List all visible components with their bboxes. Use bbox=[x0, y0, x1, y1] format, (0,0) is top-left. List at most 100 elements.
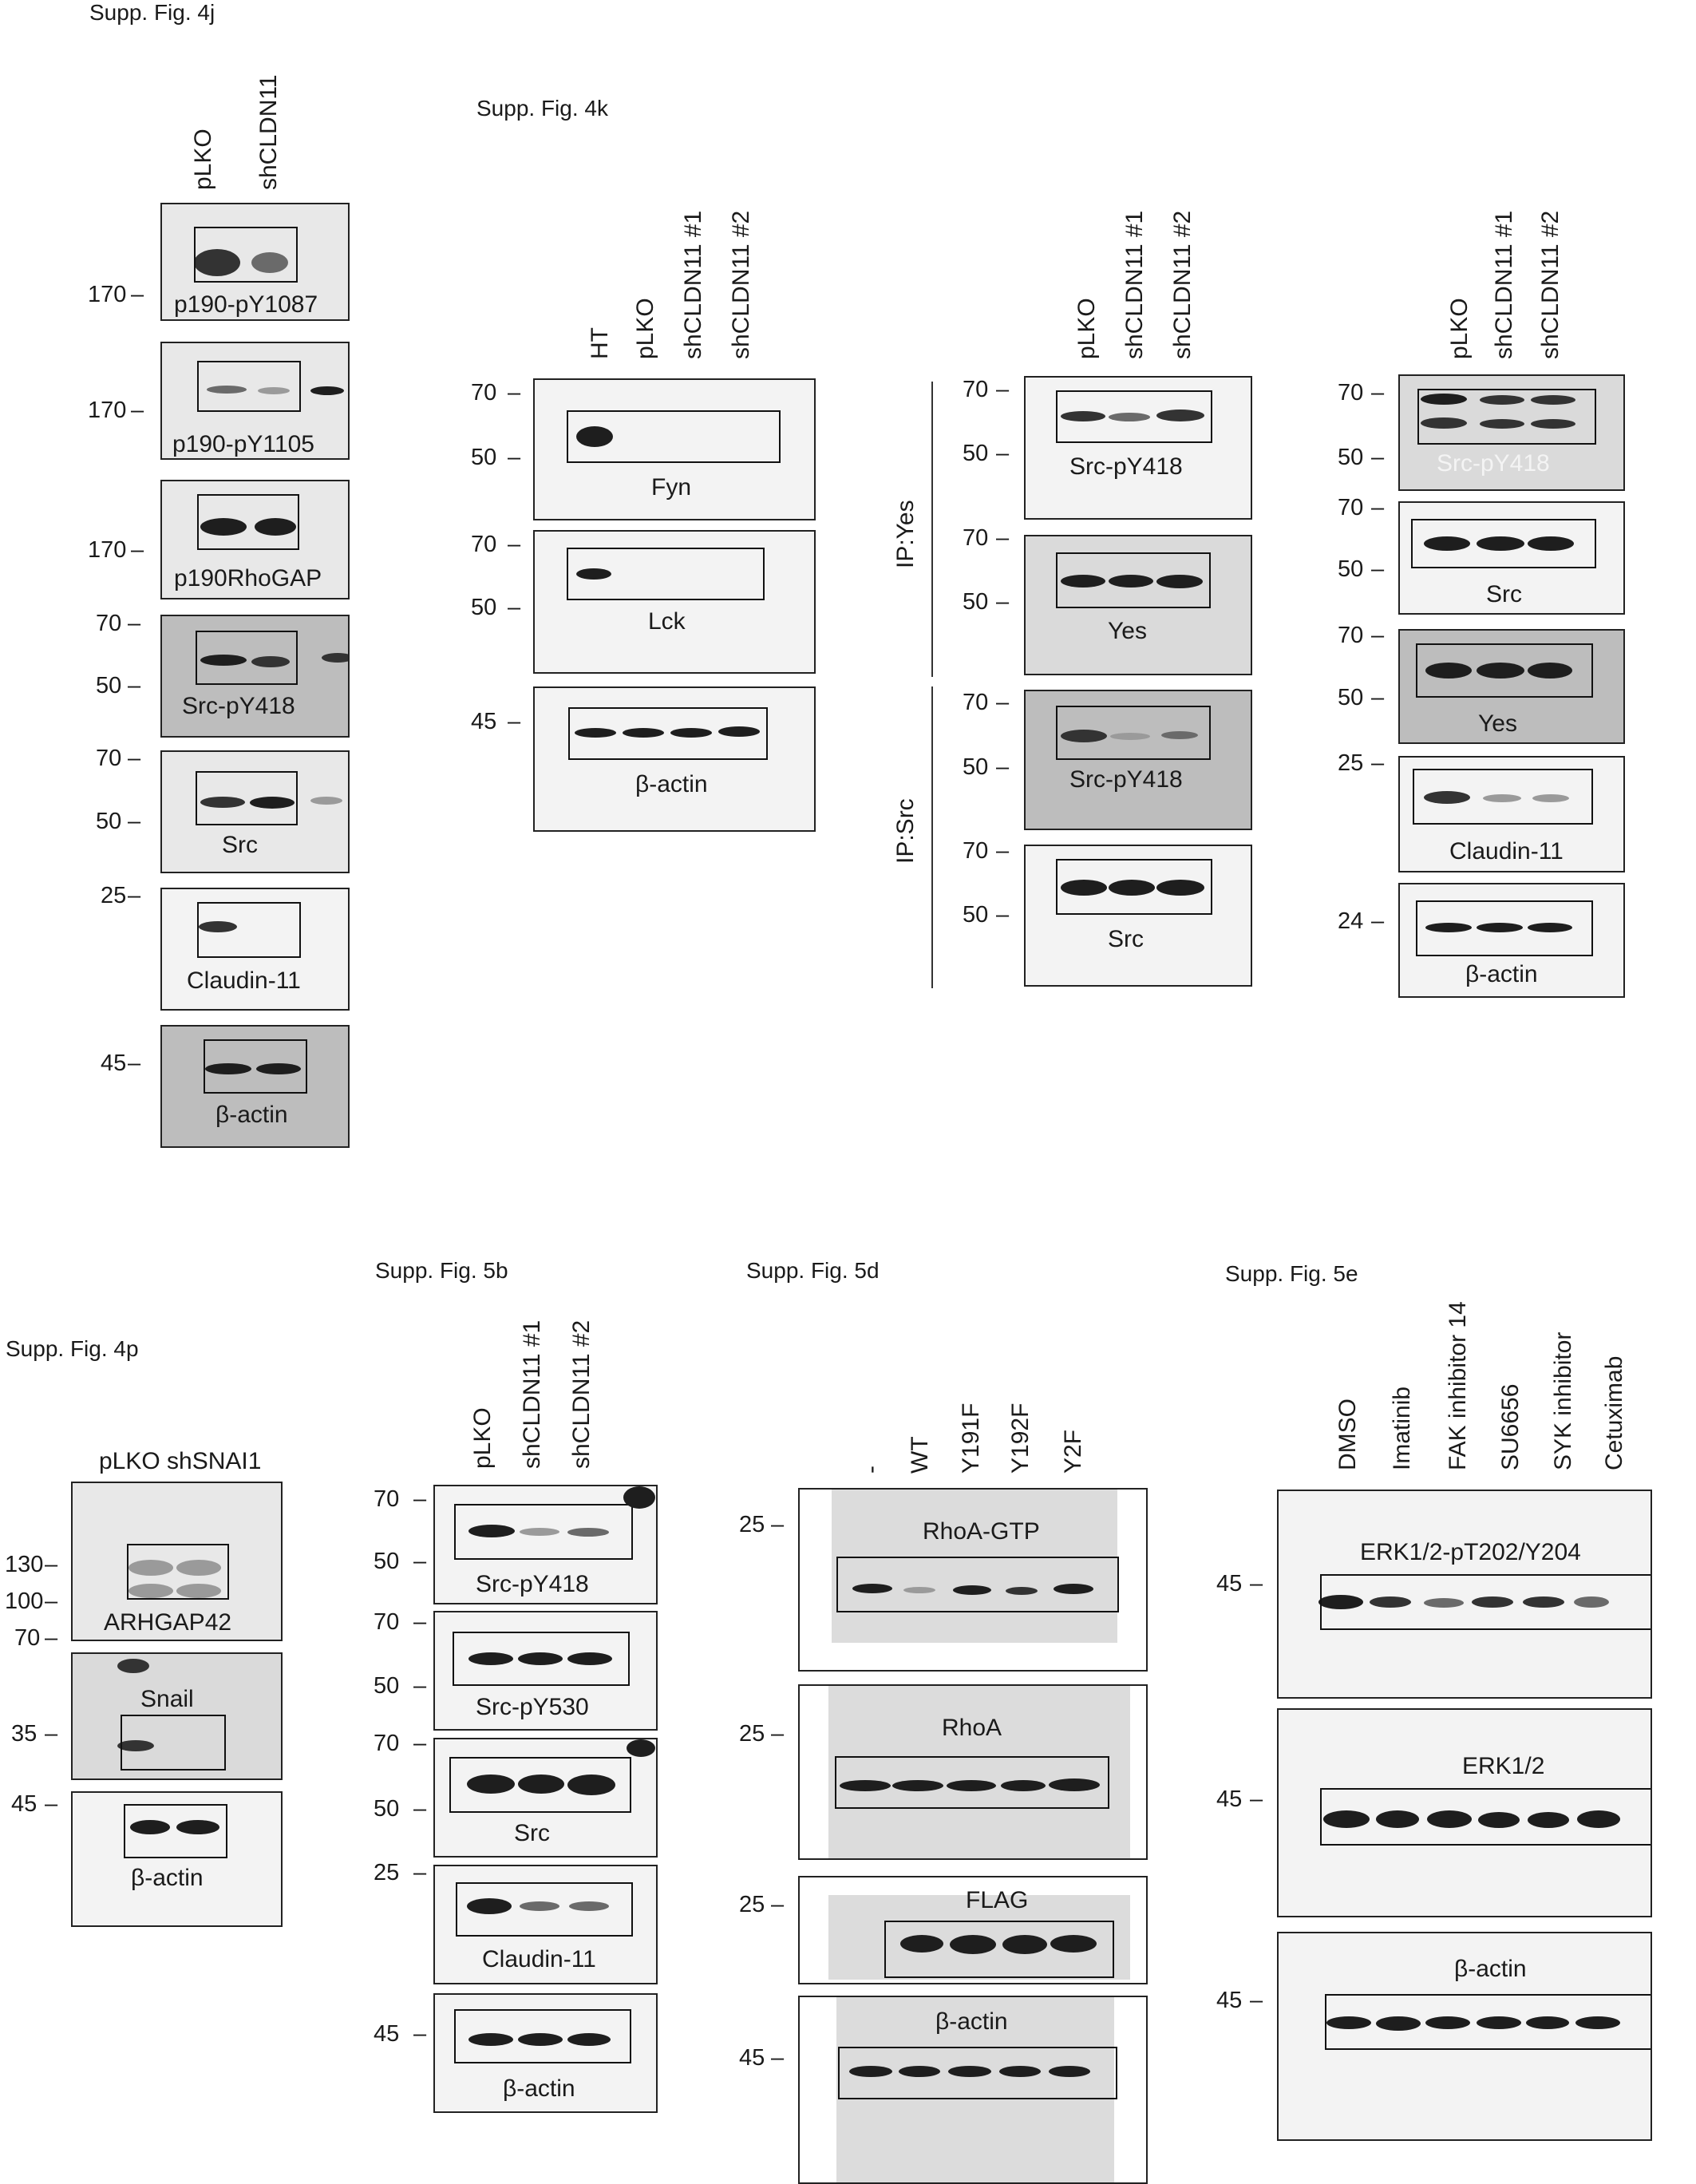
blot-panel bbox=[533, 530, 816, 674]
lane-label: shCLDN11 #1 bbox=[680, 210, 706, 359]
lane-label: DMSO bbox=[1334, 1399, 1361, 1470]
mw-marker: 45 bbox=[1216, 1571, 1243, 1596]
mw-marker: 70 bbox=[1338, 380, 1364, 406]
blot-label: Src bbox=[514, 1820, 550, 1846]
blot-panel bbox=[1024, 690, 1252, 830]
blot-panel bbox=[160, 480, 350, 599]
blot-panel bbox=[1398, 629, 1625, 744]
lane-label: shCLDN11 #1 bbox=[1491, 210, 1517, 359]
lane-label: shCLDN11 #1 bbox=[1121, 210, 1148, 359]
blot-panel bbox=[433, 1738, 658, 1858]
lane-label: pLKO shSNAI1 bbox=[99, 1448, 262, 1474]
blot-panel bbox=[533, 686, 816, 832]
mw-marker: 50 bbox=[471, 595, 497, 620]
mw-marker: 50 bbox=[963, 902, 989, 928]
blot-label: Src-pY418 bbox=[476, 1571, 589, 1597]
mw-marker: 45 bbox=[101, 1050, 127, 1076]
blot-label: Yes bbox=[1478, 710, 1517, 737]
lane-label: pLKO bbox=[469, 1407, 496, 1469]
lane-label: shCLDN11 #2 bbox=[728, 210, 754, 359]
blot-label: Src-pY418 bbox=[1437, 450, 1550, 477]
lane-label: shCLDN11 bbox=[255, 74, 282, 190]
blot-label: RhoA bbox=[942, 1715, 1002, 1741]
blot-label: β-actin bbox=[935, 2008, 1008, 2035]
blot-panel bbox=[71, 1791, 283, 1927]
mw-marker: 70 bbox=[96, 746, 122, 771]
blot-label: Src-pY530 bbox=[476, 1694, 589, 1720]
mw-marker: 25 bbox=[739, 1892, 765, 1917]
ip-label: IP:Src bbox=[892, 798, 919, 864]
mw-marker: 170 bbox=[88, 537, 127, 563]
blot-panel bbox=[1024, 535, 1252, 675]
mw-marker: 50 bbox=[374, 1796, 400, 1822]
mw-marker: 170 bbox=[88, 398, 127, 423]
blot-label: Src bbox=[1486, 581, 1522, 607]
blot-label: β-actin bbox=[1454, 1956, 1527, 1982]
blot-label: RhoA-GTP bbox=[923, 1518, 1040, 1545]
blot-panel bbox=[160, 342, 350, 460]
mw-marker: 45 bbox=[739, 2045, 765, 2071]
title-fig4p: Supp. Fig. 4p bbox=[6, 1336, 139, 1361]
mw-marker: 70 bbox=[96, 611, 122, 636]
blot-panel bbox=[1024, 845, 1252, 987]
mw-marker: 70 bbox=[14, 1625, 41, 1651]
lane-label: shCLDN11 #2 bbox=[1537, 210, 1564, 359]
mw-marker: 130 bbox=[5, 1552, 44, 1577]
mw-marker: 50 bbox=[471, 445, 497, 470]
blot-label: Yes bbox=[1108, 618, 1147, 644]
mw-marker: 50 bbox=[1338, 445, 1364, 470]
blot-panel bbox=[160, 615, 350, 738]
blot-label: Fyn bbox=[651, 474, 692, 500]
lane-label: pLKO bbox=[1446, 298, 1473, 359]
mw-marker: 50 bbox=[374, 1673, 400, 1699]
blot-panel bbox=[798, 1876, 1148, 1984]
title-fig5d: Supp. Fig. 5d bbox=[746, 1258, 880, 1283]
mw-marker: 70 bbox=[963, 525, 989, 551]
blot-label: β-actin bbox=[635, 771, 708, 797]
blot-label: Src bbox=[222, 832, 258, 858]
blot-panel bbox=[433, 1993, 658, 2113]
lane-label: shCLDN11 #2 bbox=[1169, 210, 1196, 359]
mw-marker: 50 bbox=[96, 673, 122, 698]
mw-marker: 50 bbox=[96, 809, 122, 834]
blot-panel bbox=[1277, 1490, 1652, 1699]
lane-label: Y2F bbox=[1060, 1429, 1086, 1474]
mw-marker: 70 bbox=[471, 532, 497, 557]
title-fig5b: Supp. Fig. 5b bbox=[375, 1258, 508, 1283]
blot-label: p190-pY1105 bbox=[172, 431, 314, 457]
mw-marker: 50 bbox=[1338, 556, 1364, 582]
blot-label: Claudin-11 bbox=[1449, 838, 1564, 864]
lane-label: Cetuximab bbox=[1601, 1355, 1627, 1470]
mw-marker: 25 bbox=[1338, 750, 1364, 776]
lane-label: pLKO bbox=[1073, 298, 1100, 359]
blot-panel bbox=[1398, 501, 1625, 615]
blot-label: Src-pY418 bbox=[1069, 766, 1183, 793]
lane-label: FAK inhibitor 14 bbox=[1445, 1301, 1471, 1470]
blot-panel bbox=[71, 1652, 283, 1780]
blot-panel bbox=[1024, 376, 1252, 520]
blot-label: β-actin bbox=[131, 1865, 204, 1891]
blot-panel bbox=[1277, 1708, 1652, 1917]
mw-marker: 170 bbox=[88, 282, 127, 307]
blot-panel bbox=[798, 1996, 1148, 2184]
lane-label: Y191F bbox=[958, 1403, 984, 1474]
blot-label: p190RhoGAP bbox=[174, 565, 322, 592]
mw-marker: 25 bbox=[739, 1512, 765, 1537]
blot-label: β-actin bbox=[1465, 961, 1538, 987]
blot-panel bbox=[160, 1025, 350, 1148]
title-fig4j: Supp. Fig. 4j bbox=[89, 0, 215, 25]
mw-marker: 25 bbox=[739, 1721, 765, 1747]
mw-marker: 45 bbox=[11, 1791, 38, 1817]
mw-marker: 70 bbox=[963, 690, 989, 715]
blot-panel bbox=[160, 203, 350, 321]
blot-label: Src bbox=[1108, 926, 1144, 952]
mw-marker: 50 bbox=[374, 1549, 400, 1574]
mw-marker: 70 bbox=[1338, 623, 1364, 648]
lane-label: SYK inhibitor bbox=[1550, 1331, 1576, 1470]
blot-label: Snail bbox=[140, 1686, 194, 1712]
blot-label: Src-pY418 bbox=[182, 693, 295, 719]
blot-label: ERK1/2-pT202/Y204 bbox=[1360, 1539, 1581, 1565]
blot-panel bbox=[160, 750, 350, 873]
lane-label: pLKO bbox=[190, 129, 216, 190]
